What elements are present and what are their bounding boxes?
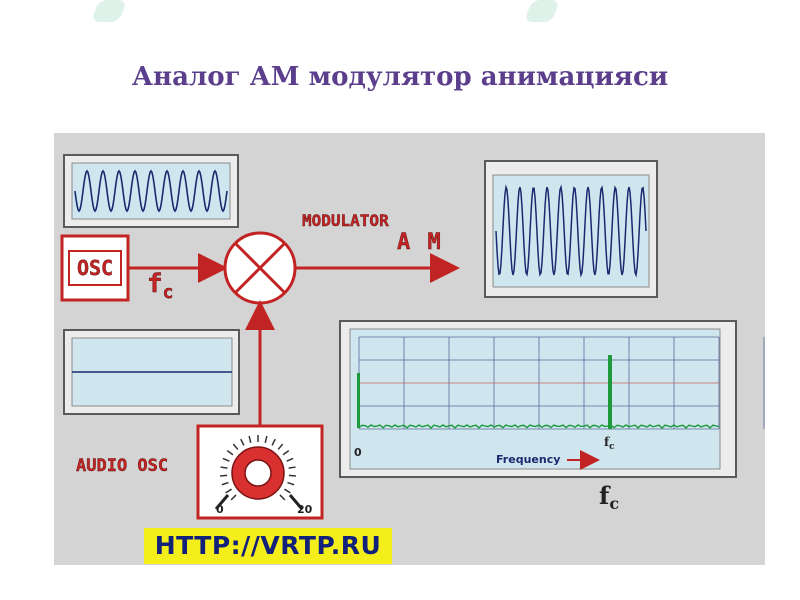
diagram-panel: OSC fc MODULATOR A M AUDIO OSC — [54, 133, 765, 565]
knob-min-label: 0 — [216, 503, 224, 516]
watermark-shape — [90, 0, 128, 22]
watermark-shape — [523, 0, 561, 22]
am-waveform — [495, 184, 647, 278]
spectrum-noise-floor — [358, 424, 720, 429]
dc-spike — [357, 373, 360, 428]
peak-fc-label: fc — [604, 435, 615, 452]
carrier-waveform — [74, 169, 228, 213]
url-banner[interactable]: HTTP://VRTP.RU — [144, 528, 392, 564]
carrier-scope — [63, 154, 239, 228]
frequency-axis-label: Frequency — [496, 453, 560, 466]
spectrum-analyzer: 0 fc Frequency — [339, 320, 765, 478]
osc-box: OSC — [60, 234, 130, 302]
spectrum-zero-label: 0 — [354, 446, 362, 459]
modulator-mixer — [223, 231, 297, 305]
am-modulator-diagram: OSC fc MODULATOR A M AUDIO OSC — [60, 154, 765, 520]
audio-osc-box: 0 20 — [196, 424, 324, 520]
audio-scope — [63, 329, 240, 415]
fc-below-spectrum: fc — [599, 481, 619, 513]
osc-label: OSC — [77, 256, 113, 280]
spectrum-grid — [358, 336, 765, 430]
am-output-scope — [484, 160, 658, 298]
am-label: A M — [397, 230, 443, 255]
knob-dial-ticks — [220, 435, 296, 501]
fc-symbol: fc — [147, 269, 174, 303]
carrier-peak — [608, 355, 612, 429]
page-title: Аналог АМ модулятор анимацияси — [131, 62, 669, 92]
knob-max-label: 20 — [297, 503, 313, 516]
audio-osc-label: AUDIO OSC — [76, 456, 168, 476]
modulator-label: MODULATOR — [302, 211, 389, 230]
